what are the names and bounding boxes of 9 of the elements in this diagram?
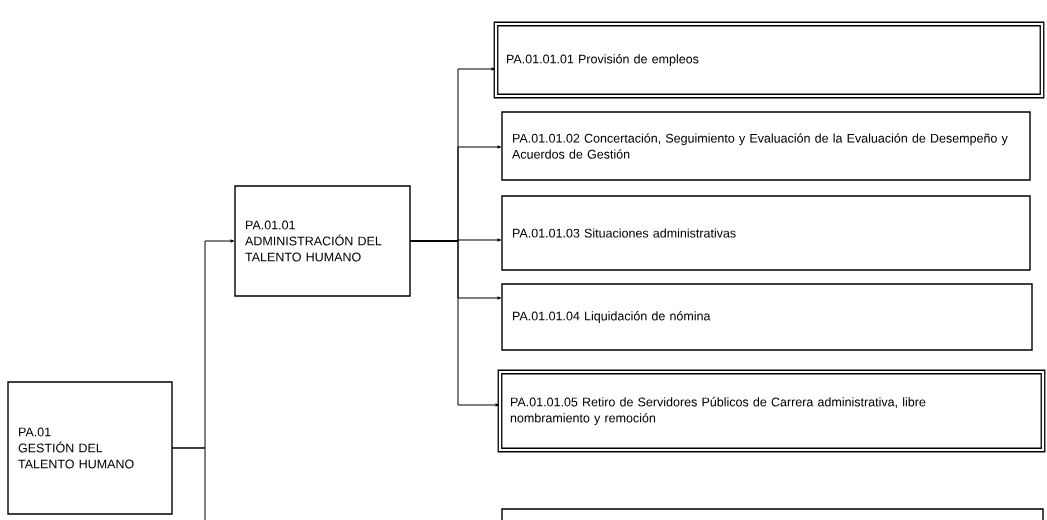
- process-box: PA.01.01.04 Liquidación de nómina: [501, 283, 1033, 351]
- process-box: PA.01.01.05 Retiro de Servidores Públicos de Carrera administrativa, libre nombramiento y remoción: [497, 369, 1046, 453]
- process-box: PA.01 GESTIÓN DEL TALENTO HUMANO: [7, 381, 173, 515]
- empty-box: [501, 508, 1044, 520]
- process-box: PA.01.01 ADMINISTRACIÓN DEL TALENTO HUMANO: [234, 185, 411, 297]
- process-box: PA.01.01.02 Concertación, Seguimiento y Evaluación de la Evaluación de Desempeño y Acuerdos de Gestión: [501, 111, 1031, 181]
- connector-arrow: [409, 240, 500, 407]
- process-box: PA.01.01.03 Situaciones administrativas: [501, 195, 1031, 271]
- process-box: PA.01.01.01 Provisión de empleos: [493, 21, 1045, 99]
